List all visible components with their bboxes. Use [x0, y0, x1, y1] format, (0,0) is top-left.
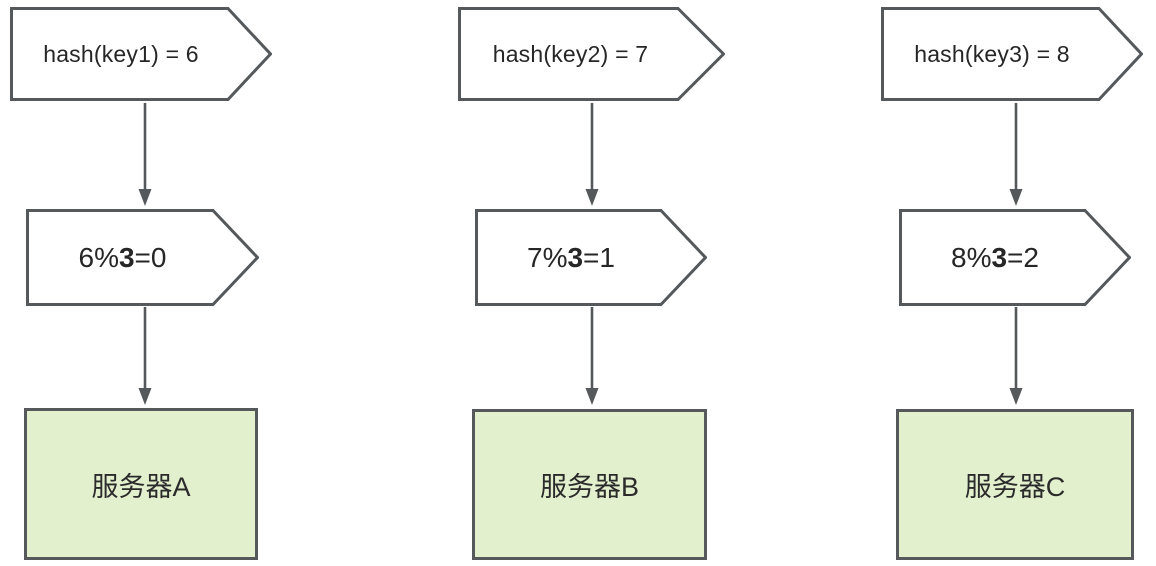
- server-box-a: 服务器A: [24, 408, 258, 560]
- mod-label: 8%3=2: [951, 241, 1039, 273]
- mod-step-key1: 6%3=0: [26, 209, 259, 306]
- mod-step-key2: 7%3=1: [475, 209, 707, 306]
- server-label: 服务器B: [539, 472, 639, 502]
- signpost-shape: [475, 209, 707, 306]
- hash-label: hash(key3) = 8: [914, 40, 1070, 67]
- server-box-b: 服务器B: [472, 409, 707, 560]
- hash-step-key3: hash(key3) = 8: [881, 7, 1143, 101]
- arrow-down-icon: [585, 103, 599, 206]
- hash-label: hash(key1) = 6: [43, 40, 199, 67]
- signpost-shape: [881, 7, 1143, 101]
- mod-step-key3: 8%3=2: [899, 209, 1131, 306]
- mod-label: 6%3=0: [78, 241, 167, 273]
- hash-step-key1: hash(key1) = 6: [10, 7, 272, 101]
- mod-label: 7%3=1: [527, 241, 615, 273]
- server-label: 服务器C: [964, 472, 1066, 502]
- signpost-shape: [10, 7, 272, 101]
- arrow-down-icon: [585, 307, 599, 405]
- signpost-shape: [458, 7, 725, 101]
- arrow-down-icon: [1009, 103, 1023, 206]
- hash-step-key2: hash(key2) = 7: [458, 7, 725, 101]
- arrow-down-icon: [138, 307, 152, 405]
- arrow-down-icon: [1009, 307, 1023, 405]
- server-box-c: 服务器C: [896, 409, 1134, 560]
- signpost-shape: [26, 209, 259, 306]
- server-label: 服务器A: [91, 471, 191, 502]
- arrow-down-icon: [138, 103, 152, 206]
- hash-label: hash(key2) = 7: [492, 40, 649, 67]
- signpost-shape: [899, 209, 1131, 306]
